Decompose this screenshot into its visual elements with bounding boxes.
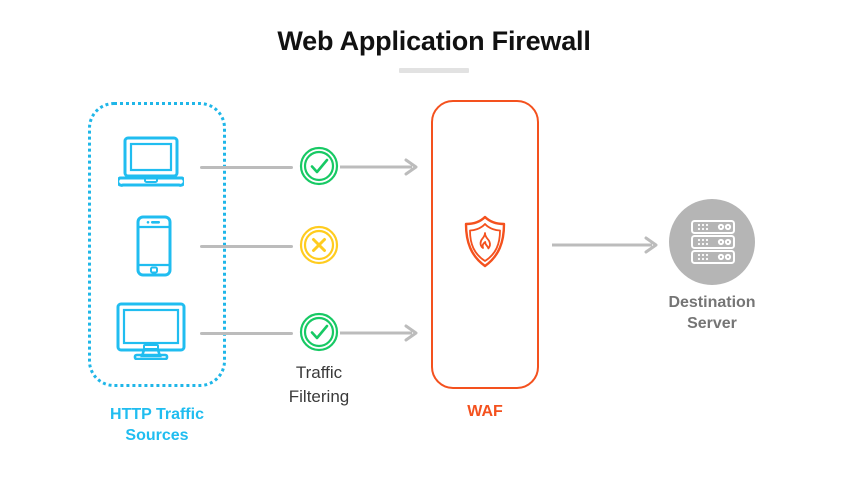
traffic-filtering-label: Traffic Filtering [253, 361, 385, 409]
shield-flame-icon [461, 214, 509, 275]
server-rack-icon [690, 219, 736, 272]
connector-line-row-1 [200, 166, 293, 169]
waf-box [431, 100, 539, 389]
sources-label-line1: HTTP Traffic [110, 406, 204, 423]
connector-line-row-2 [200, 245, 293, 248]
page-title: Web Application Firewall [277, 26, 591, 56]
laptop-icon [116, 136, 186, 193]
server-label-line1: Destination [668, 294, 756, 311]
http-traffic-sources-label: HTTP Traffic Sources [77, 404, 237, 446]
connector-line-row-3 [200, 332, 293, 335]
mobile-phone-icon [135, 215, 173, 282]
arrow-row-3-to-waf [340, 324, 418, 342]
server-label-line2: Server [687, 315, 737, 332]
cross-circle-icon [299, 225, 339, 270]
waf-label: WAF [467, 403, 503, 420]
destination-server-circle [669, 199, 755, 285]
arrow-row-1-to-waf [340, 158, 418, 176]
check-circle-icon [299, 312, 339, 357]
filter-label-line2: Filtering [288, 387, 350, 406]
filter-label-line1: Traffic [295, 363, 343, 382]
desktop-monitor-icon [114, 302, 188, 365]
arrow-waf-to-destination-server [552, 236, 658, 254]
title-underline-rule [399, 68, 469, 73]
check-circle-icon [299, 146, 339, 191]
http-traffic-sources-box [88, 102, 226, 387]
sources-label-line2: Sources [125, 427, 189, 444]
destination-server-label: Destination Server [632, 292, 792, 334]
